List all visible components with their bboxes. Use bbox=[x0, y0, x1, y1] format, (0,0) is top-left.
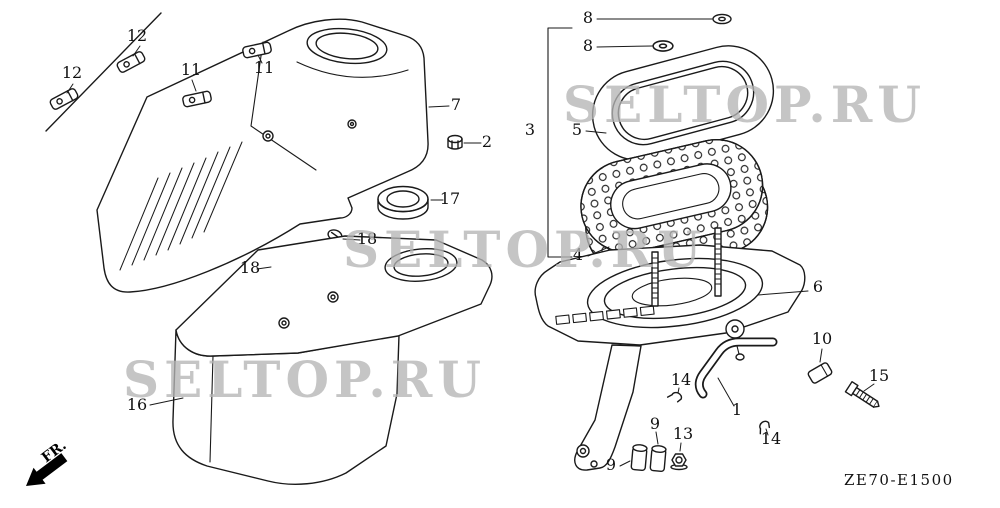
case-opening bbox=[384, 248, 458, 282]
part-5-filter-outer-element bbox=[591, 45, 775, 161]
callout-14: 14 bbox=[671, 370, 691, 389]
part-8-washer bbox=[652, 40, 674, 52]
part-17-seal-ring bbox=[377, 185, 429, 220]
part-16-air-cleaner-case bbox=[172, 235, 493, 485]
cover-grip-hatching bbox=[119, 141, 243, 271]
callout-13: 13 bbox=[673, 424, 693, 443]
part-9-collar bbox=[630, 443, 648, 472]
callout-16: 16 bbox=[127, 395, 147, 414]
leader-lines bbox=[66, 18, 875, 467]
part-12-clip bbox=[48, 86, 80, 112]
callout-1: 1 bbox=[732, 400, 742, 419]
part-10-collar bbox=[807, 362, 833, 384]
callout-8: 8 bbox=[583, 8, 593, 27]
base-studs bbox=[651, 227, 722, 307]
callout-6: 6 bbox=[813, 277, 823, 296]
fr-arrow-icon bbox=[26, 453, 68, 486]
callout-11: 11 bbox=[181, 60, 201, 79]
part-13-nut bbox=[670, 453, 688, 471]
callout-18: 18 bbox=[357, 229, 377, 248]
watermark-text: SELTOP.RU bbox=[343, 220, 706, 279]
part-14-clip bbox=[666, 389, 684, 404]
callout-5: 5 bbox=[572, 120, 582, 139]
front-direction-marker: FR. bbox=[26, 437, 70, 486]
callout-15: 15 bbox=[869, 366, 889, 385]
callout-9: 9 bbox=[650, 414, 660, 433]
callout-17: 17 bbox=[440, 189, 460, 208]
callout-7: 7 bbox=[451, 95, 461, 114]
base-vent-slots bbox=[555, 305, 655, 325]
cover-intake-hole bbox=[306, 27, 388, 65]
callout-8: 8 bbox=[583, 36, 593, 55]
watermark-text: SELTOP.RU bbox=[563, 75, 926, 134]
callout-4: 4 bbox=[573, 245, 583, 264]
callout-9: 9 bbox=[606, 455, 616, 474]
drawing-code: ZE70-E1500 bbox=[844, 471, 954, 489]
part-7-air-cleaner-cover bbox=[96, 18, 429, 293]
callout-10: 10 bbox=[812, 329, 832, 348]
callout-11: 11 bbox=[254, 58, 274, 77]
callout-18: 18 bbox=[240, 258, 260, 277]
part-9-collar bbox=[649, 444, 667, 473]
base-stay bbox=[574, 344, 642, 471]
watermarks: SELTOP.RU SELTOP.RU SELTOP.RU bbox=[123, 75, 926, 409]
callout-12: 12 bbox=[127, 26, 147, 45]
part-6-air-cleaner-base bbox=[534, 227, 806, 471]
callout-14: 14 bbox=[761, 429, 781, 448]
callout-3: 3 bbox=[525, 120, 535, 139]
part-8-washer bbox=[712, 13, 732, 25]
watermark-text: SELTOP.RU bbox=[123, 350, 486, 409]
part-15-bolt bbox=[844, 381, 880, 408]
part-4-filter-element bbox=[580, 138, 769, 275]
bracket-3 bbox=[547, 27, 573, 258]
part-2-nut bbox=[447, 134, 463, 150]
boundary-line bbox=[45, 12, 162, 132]
callout-2: 2 bbox=[482, 132, 492, 151]
callout-12: 12 bbox=[62, 63, 82, 82]
callout-labels: 12 12 11 11 7 2 17 18 18 16 8 8 3 5 4 6 … bbox=[62, 8, 889, 474]
part-1-breather-tube bbox=[694, 337, 778, 399]
